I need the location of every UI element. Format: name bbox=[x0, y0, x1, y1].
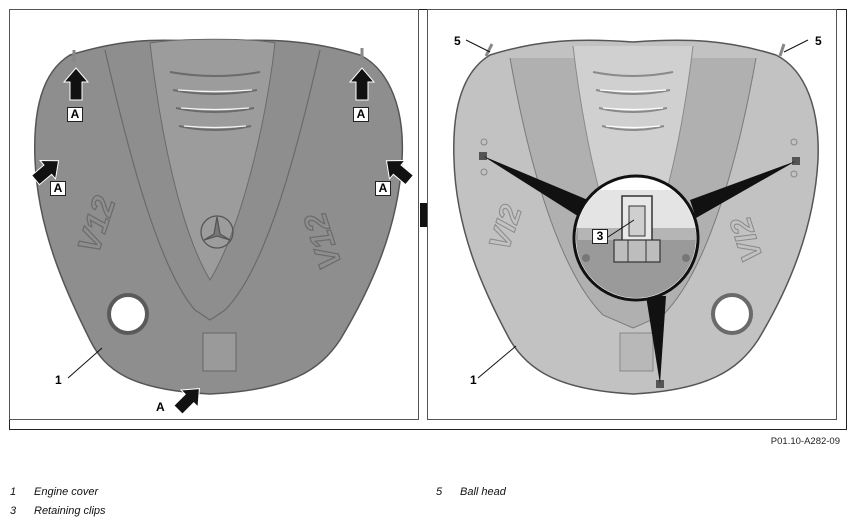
figure-reference: P01.10-A282-09 bbox=[770, 436, 840, 447]
legend-number: 5 bbox=[436, 486, 443, 498]
label-a-mid-right: A bbox=[375, 181, 391, 196]
callout-1-right: 1 bbox=[470, 373, 477, 387]
detail-zoom-circle bbox=[572, 174, 700, 302]
oil-filler-opening bbox=[107, 293, 149, 335]
label-a-top-right: A bbox=[353, 107, 369, 122]
cover-tab bbox=[202, 332, 237, 372]
engine-cover-center-channel bbox=[149, 38, 276, 281]
callout-5-right: 5 bbox=[815, 34, 822, 48]
legend-left-column: 1 Engine cover 3 Retaining clips bbox=[10, 486, 106, 524]
arrow-bottom bbox=[173, 388, 200, 415]
mercedes-star-icon bbox=[200, 215, 234, 249]
legend-text: Engine cover bbox=[34, 486, 99, 498]
legend-item: 3 Retaining clips bbox=[10, 505, 106, 524]
label-a-top-left: A bbox=[67, 107, 83, 122]
callout-5-left: 5 bbox=[454, 34, 461, 48]
legend-item: 1 Engine cover bbox=[10, 486, 106, 505]
callout-3: 3 bbox=[592, 229, 608, 244]
panel-cover-underside-view: VI2 VI2 bbox=[427, 9, 837, 420]
legend-text: Ball head bbox=[460, 486, 506, 498]
arrow-mid-right bbox=[385, 160, 415, 186]
label-a-bottom: A bbox=[156, 400, 165, 414]
callout-1-left: 1 bbox=[55, 373, 62, 387]
legend-text: Retaining clips bbox=[34, 505, 106, 517]
oil-filler-opening-underside bbox=[711, 293, 753, 335]
legend-right-column: 5 Ball head bbox=[436, 486, 506, 505]
ball-head-right bbox=[778, 43, 786, 57]
arrow-mid-left bbox=[30, 160, 60, 186]
engine-cover-top-illustration: V12 V12 bbox=[30, 38, 415, 415]
legend-number: 3 bbox=[10, 505, 17, 517]
arrow-top-right bbox=[348, 67, 376, 101]
legend-item: 5 Ball head bbox=[436, 486, 506, 505]
legend-number: 1 bbox=[10, 486, 17, 498]
arrow-top-left bbox=[62, 67, 90, 101]
ball-head-left bbox=[484, 43, 494, 57]
cover-ribs bbox=[169, 71, 261, 131]
label-a-mid-left: A bbox=[50, 181, 66, 196]
engine-cover-underside-illustration: VI2 VI2 bbox=[453, 39, 819, 395]
panel-cover-top-view: V12 V12 A A A A A 1 bbox=[9, 9, 419, 420]
